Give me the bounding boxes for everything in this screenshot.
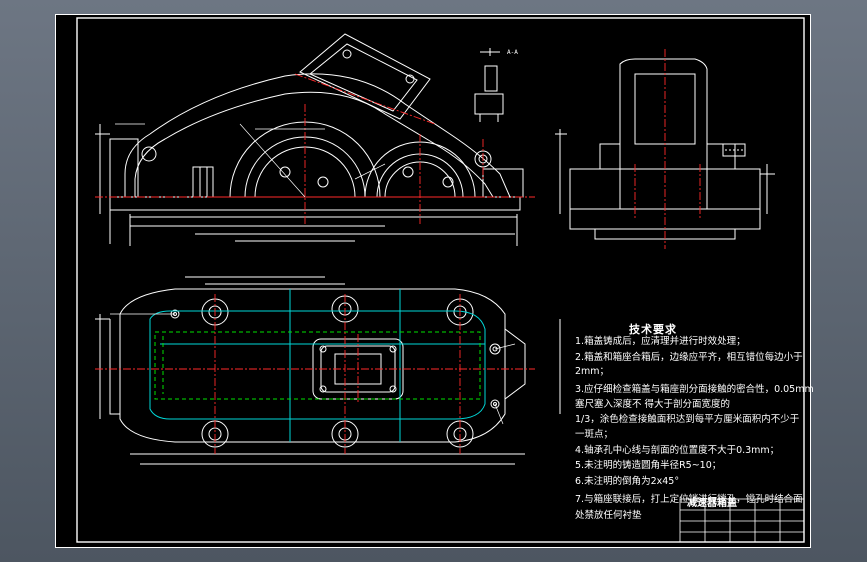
tech-requirement-line: 5.未注明的铸造圆角半径R5~10； <box>575 460 722 471</box>
title-block <box>679 498 805 543</box>
tech-requirement-line: 7.与箱座联接后，打上定位销进行镗孔，镗孔时结合面 <box>575 494 803 505</box>
tech-requirement-line: 4.轴承孔中心线与剖面的位置度不大于0.3mm； <box>575 445 780 456</box>
cad-drawing: A-A <box>55 14 811 548</box>
drawing-sheet: A-A <box>55 14 814 548</box>
tech-requirements-title: 技术要求 <box>629 323 677 336</box>
front-view-leaders <box>115 123 386 198</box>
tech-requirement-line: 1.箱盖铸成后，应清理并进行时效处理； <box>575 336 746 347</box>
tech-requirement-line: 1/3，涂色检查接触面积达到每平方厘米面积内不少于 <box>575 414 800 425</box>
top-view-leaders <box>110 313 516 425</box>
inner-frame <box>76 17 805 543</box>
tech-requirement-line: 3.应仔细检查箱盖与箱座剖分面接触的密合性，0.05mm <box>575 384 814 395</box>
outer-frame <box>55 14 811 548</box>
tech-requirement-line: 2.箱盖和箱座合箱后，边缘应平齐，相互错位每边小于 <box>575 352 803 363</box>
tech-requirement-line: 2mm； <box>575 366 610 377</box>
front-view: A-A <box>95 33 524 246</box>
tech-requirement-line: 处禁放任何衬垫 <box>575 510 642 521</box>
title-block-name: 减速器箱盖 <box>687 498 737 509</box>
tech-requirement-line: 一斑点； <box>575 429 614 440</box>
top-view-hidden-lines <box>154 331 481 400</box>
top-view-centerlines <box>95 294 535 454</box>
tech-requirement-line: 塞尺塞入深度不 得大于剖分面宽度的 <box>575 399 731 410</box>
front-view-centerlines <box>95 73 535 224</box>
top-view-inner-contour <box>149 289 486 442</box>
top-view <box>95 276 561 465</box>
svg-text:A-A: A-A <box>507 49 518 56</box>
side-view-centerlines <box>634 49 701 249</box>
tech-requirement-line: 6.未注明的倒角为2x45° <box>575 476 680 487</box>
